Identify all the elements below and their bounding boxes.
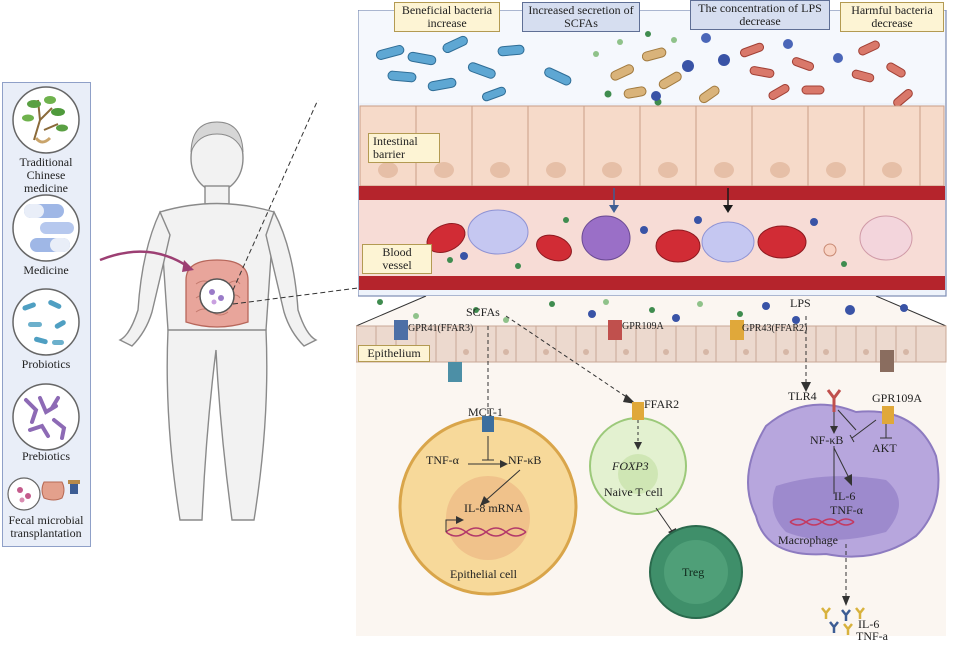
gpr41-label: GPR41(FFAR3)	[408, 323, 474, 334]
lps-label: LPS	[790, 296, 811, 310]
fmt-icon	[7, 477, 80, 511]
mac-nfkb-label: NF-κB	[810, 433, 844, 447]
treg-label: Treg	[682, 565, 705, 579]
mct1-label: MCT-1	[468, 405, 503, 419]
foxp3-label: FOXP3	[612, 459, 649, 473]
tlr4-label: TLR4	[788, 389, 817, 403]
gpr109a-top-label: GPR109A	[622, 321, 664, 332]
herb-icon	[12, 86, 80, 154]
naive-t-cell-label: Naive T cell	[604, 485, 663, 499]
gpr43-label: GPR43(FFAR2)	[742, 323, 808, 334]
sidebar-item-tcm: Traditional Chinese medicine	[19, 155, 73, 196]
il6-label: IL-6	[834, 489, 856, 503]
ffar2-label: FFAR2	[644, 397, 680, 411]
harmful-bacteria-label: Harmful bacteria decrease	[840, 2, 944, 33]
out-il6-label: IL-6	[858, 617, 880, 631]
intestine-panel	[358, 10, 947, 297]
epithelial-cell-label: Epithelial cell	[450, 567, 517, 581]
scfa-secretion-label: Increased secretion of SCFAs	[522, 2, 640, 33]
akt-label: AKT	[872, 441, 897, 455]
scfas-label: SCFAs	[466, 305, 500, 319]
blood-vessel-label: Blood vessel	[362, 244, 432, 275]
sidebar-item-prebiotics: Prebiotics	[22, 449, 70, 463]
beneficial-bacteria-label: Beneficial bacteria increase	[394, 2, 500, 33]
cytokine-icons	[821, 607, 865, 635]
il8-label: IL-8 mRNA	[464, 501, 523, 515]
mechanism-panel	[356, 296, 947, 636]
capsule-icon	[12, 194, 80, 262]
lps-decrease-label: The concentration of LPS decrease	[690, 0, 830, 31]
tlr4-receptor	[826, 389, 842, 412]
sidebar-item-probiotics: Probiotics	[21, 357, 71, 371]
out-tnf-label: TNF-a	[856, 629, 888, 643]
mac-tnf-label: TNF-α	[830, 503, 863, 517]
sidebar-item-fmt: Fecal microbial transplantation	[8, 513, 84, 541]
nfkb-label: NF-κB	[508, 453, 542, 467]
human-figure	[99, 100, 359, 521]
tnf-label: TNF-α	[426, 453, 459, 467]
gpr109a-label: GPR109A	[872, 391, 923, 405]
sidebar-item-medicine: Medicine	[23, 263, 69, 277]
epithelium-label: Epithelium	[358, 345, 430, 363]
bacteria-icon	[12, 288, 80, 356]
sidebar-icons	[7, 86, 80, 511]
intestinal-barrier-label: Intestinal barrier	[368, 133, 440, 164]
macrophage-label: Macrophage	[778, 533, 838, 547]
fiber-icon	[12, 383, 80, 451]
receptor-icon	[394, 320, 894, 382]
